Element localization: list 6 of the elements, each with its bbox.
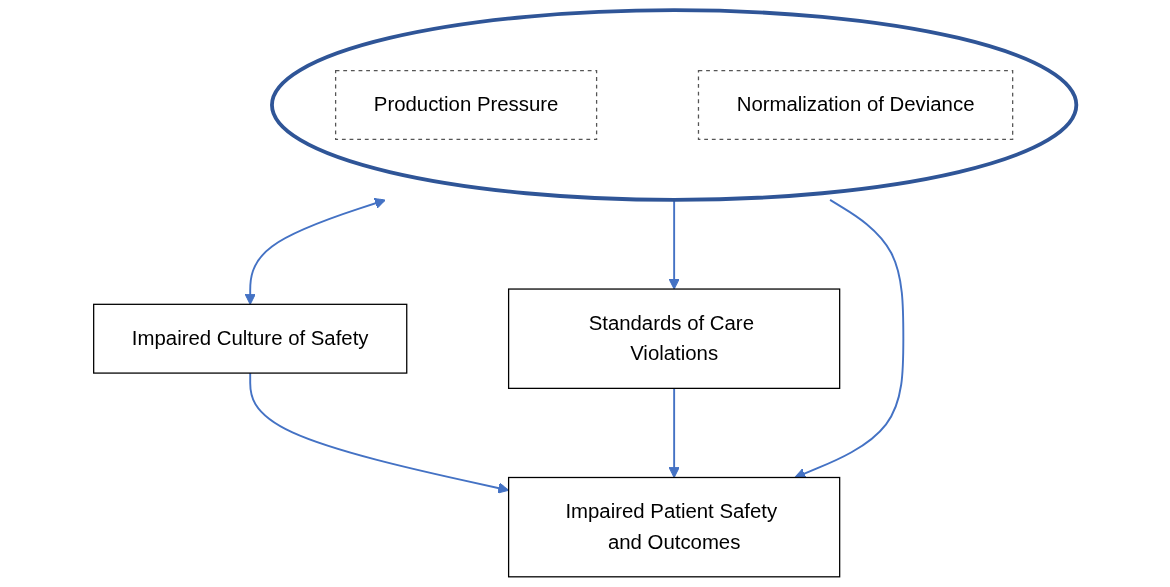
node-box: Impaired Culture of Safety bbox=[93, 303, 408, 374]
arrow bbox=[668, 387, 680, 478]
node-box: Standards of Care Violations bbox=[507, 288, 841, 389]
node-box: Normalization of Deviance bbox=[697, 70, 1014, 141]
node-box: Production Pressure bbox=[335, 70, 598, 141]
node-box: Impaired Patient Safety and Outcomes bbox=[507, 476, 841, 578]
